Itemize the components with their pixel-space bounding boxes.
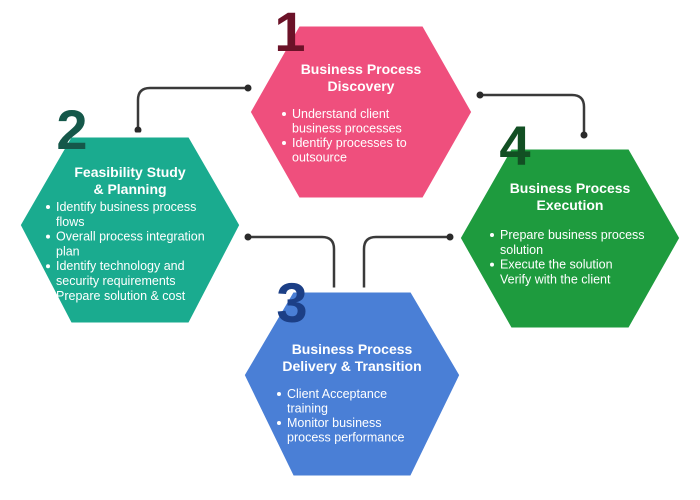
bullet-text: Prepare business process <box>500 228 645 242</box>
connector-dot <box>476 91 484 99</box>
step-2-number: 2 <box>56 98 87 161</box>
connector-1-2 <box>136 86 248 130</box>
connector-dot <box>244 84 252 92</box>
bullet-text: training <box>287 402 328 416</box>
bullet-marker <box>46 205 50 209</box>
step-3-hexagon <box>239 287 465 481</box>
bullet-marker <box>282 112 286 116</box>
bullet-text: plan <box>56 244 80 258</box>
bullet-marker <box>282 141 286 145</box>
connector-4-3 <box>362 235 450 292</box>
step-2-title-line: Feasibility Study <box>74 164 185 180</box>
bullet-text: business processes <box>292 122 402 136</box>
step-4-title-line: Business Process <box>510 180 631 196</box>
bullet-marker <box>46 234 50 239</box>
bullet-text: Identify business process <box>56 200 196 214</box>
bullet-text: process performance <box>287 431 404 445</box>
step-1-title-line: Business Process <box>301 61 422 77</box>
bullet-marker <box>46 264 50 269</box>
connector-dot <box>134 126 142 134</box>
step-3-title-line: Business Process <box>292 341 413 357</box>
bullet-marker <box>277 421 281 425</box>
bullet-text: Identify technology and <box>56 259 185 273</box>
bullet-text: solution <box>500 243 543 257</box>
step-1: 1 Business Process Discovery Understand … <box>245 0 477 203</box>
bullet-marker <box>490 262 494 267</box>
step-4-title-line: Execution <box>537 197 604 213</box>
step-3: 3 Business Process Delivery & Transition… <box>239 271 465 481</box>
connector-2-3 <box>248 235 336 292</box>
connector-dot <box>580 131 588 139</box>
bullet-text: Overall process integration <box>56 230 205 244</box>
bullet-text: Verify with the client <box>500 272 611 286</box>
bullet-text: Monitor business <box>287 416 382 430</box>
bullet-text: security requirements <box>56 274 176 288</box>
bullet-text: Understand client <box>292 107 390 121</box>
step-3-number: 3 <box>276 271 307 334</box>
step-4-hexagon <box>455 144 685 333</box>
bullet-text: Identify processes to <box>292 136 407 150</box>
step-4-number: 4 <box>499 114 530 177</box>
connector-1-4 <box>480 93 586 135</box>
step-1-title-line: Discovery <box>328 78 395 94</box>
step-2-title-line: & Planning <box>93 181 166 197</box>
bullet-marker <box>490 233 494 237</box>
connector-dot <box>244 233 252 241</box>
step-2-hexagon <box>15 132 245 328</box>
step-3-title-line: Delivery & Transition <box>282 358 421 374</box>
step-1-hexagon <box>245 21 477 203</box>
bullet-text: flows <box>56 215 84 229</box>
step-4-bullet-list: Prepare business processsolutionExecute … <box>490 228 645 286</box>
bullet-marker <box>277 392 281 396</box>
bullet-text: Client Acceptance <box>287 387 387 401</box>
bullet-text: outsource <box>292 151 347 165</box>
step-2: 2 Feasibility Study & Planning Identify … <box>15 98 245 328</box>
step-1-number: 1 <box>274 0 305 63</box>
step-4: 4 Business Process Execution Prepare bus… <box>455 114 685 333</box>
connector-dot <box>446 233 454 241</box>
bullet-text: Prepare solution & cost <box>56 289 186 303</box>
bullet-text: Execute the solution <box>500 258 613 272</box>
